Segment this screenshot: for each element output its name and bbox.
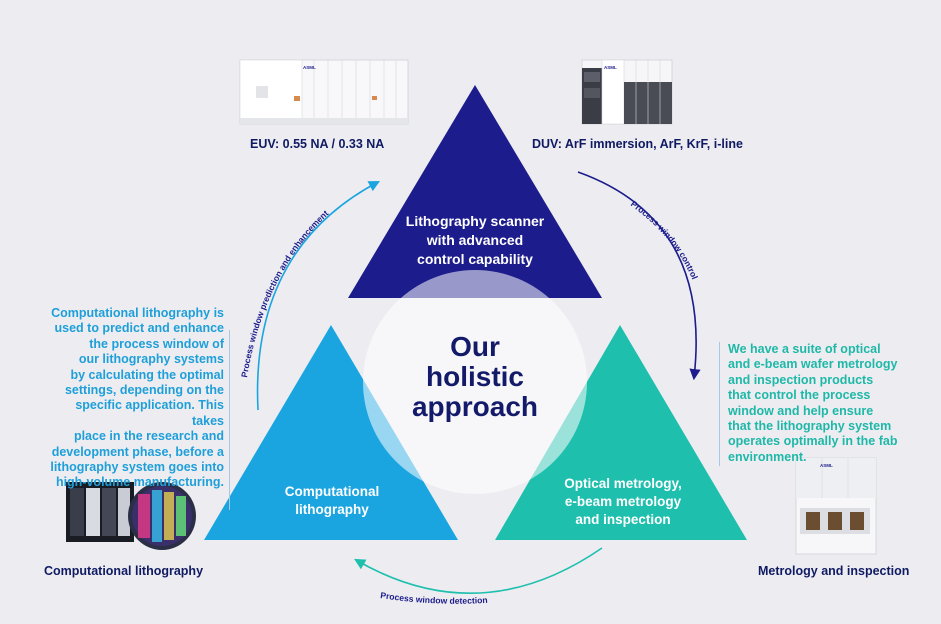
duv-caption: DUV: ArF immersion, ArF, KrF, i-line <box>532 137 743 151</box>
desc-right-line: that the lithography system <box>728 419 892 434</box>
center-title-line1: Our <box>450 331 500 362</box>
left-connector-line <box>229 330 230 510</box>
triangle-computational-lithography <box>204 325 458 540</box>
desc-right-line: and inspection products <box>728 372 874 387</box>
center-title-line3: approach <box>411 391 539 422</box>
desc-left-line: used to predict and enhance <box>54 321 224 336</box>
desc-left-line: by calculating the optimal <box>70 367 225 382</box>
svg-text:ASML: ASML <box>303 65 316 70</box>
desc-left-line: high-volume manufacturing. <box>55 475 224 490</box>
center-title-line2: holistic <box>425 361 524 392</box>
left-triangle-line1: Computational <box>284 484 380 499</box>
top-triangle-label: Lithography scanner with advanced contro… <box>385 212 565 269</box>
right-triangle-line2: e-beam metrology <box>564 494 682 509</box>
desc-right-line: environment. <box>728 449 807 464</box>
arrow-process-detection <box>354 547 603 595</box>
top-triangle-line3: control capability <box>417 251 533 267</box>
desc-left-line: our lithography systems <box>78 352 224 367</box>
left-triangle-label: Computational lithography <box>262 483 402 519</box>
svg-text:ASML: ASML <box>604 65 617 70</box>
desc-left-line: place in the research and <box>73 429 224 444</box>
right-triangle-label: Optical metrology, e-beam metrology and … <box>543 475 703 529</box>
triangle-metrology-inspection <box>495 325 747 540</box>
top-triangle-line2: with advanced <box>426 232 524 248</box>
desc-left-line: the process window of <box>89 336 224 351</box>
desc-right-line: We have a suite of optical <box>728 342 881 356</box>
arrow-prediction-enhancement <box>256 180 380 411</box>
metrology-caption: Metrology and inspection <box>758 564 910 578</box>
desc-right-line: that control the process <box>728 388 871 403</box>
euv-caption: EUV: 0.55 NA / 0.33 NA <box>250 137 385 151</box>
svg-text:ASML: ASML <box>820 463 833 468</box>
left-triangle-line2: lithography <box>295 502 369 517</box>
computational-lithography-caption: Computational lithography <box>44 564 204 578</box>
computational-lithography-image <box>66 482 196 550</box>
right-triangle-line1: Optical metrology, <box>564 476 682 491</box>
euv-machine-image: ASML <box>239 59 409 125</box>
duv-machine-image: ASML <box>581 59 673 125</box>
desc-right-line: and e-beam wafer metrology <box>728 357 898 372</box>
computational-lithography-description: Computational lithography is used to pre… <box>40 306 224 491</box>
desc-right-line: operates optimally in the fab <box>728 434 898 449</box>
metrology-machine-image: ASML <box>795 457 877 555</box>
arrow-label-right: Process window control <box>629 199 700 281</box>
right-triangle-line3: and inspection <box>575 512 671 527</box>
top-triangle-line1: Lithography scanner <box>405 213 545 229</box>
desc-left-line: development phase, before a <box>51 444 224 459</box>
center-circle <box>363 270 587 494</box>
arrow-process-control <box>577 171 701 381</box>
metrology-description: We have a suite of optical and e-beam wa… <box>728 342 928 465</box>
right-connector-line <box>719 342 720 466</box>
desc-left-line: Computational lithography is <box>51 306 224 320</box>
desc-left-line: specific application. This takes <box>75 398 224 428</box>
desc-left-line: lithography system goes into <box>50 460 224 475</box>
desc-left-line: settings, depending on the <box>64 383 224 398</box>
triangle-lithography-scanner <box>348 85 602 298</box>
desc-right-line: window and help ensure <box>728 403 874 418</box>
center-title: Our holistic approach <box>395 332 555 422</box>
